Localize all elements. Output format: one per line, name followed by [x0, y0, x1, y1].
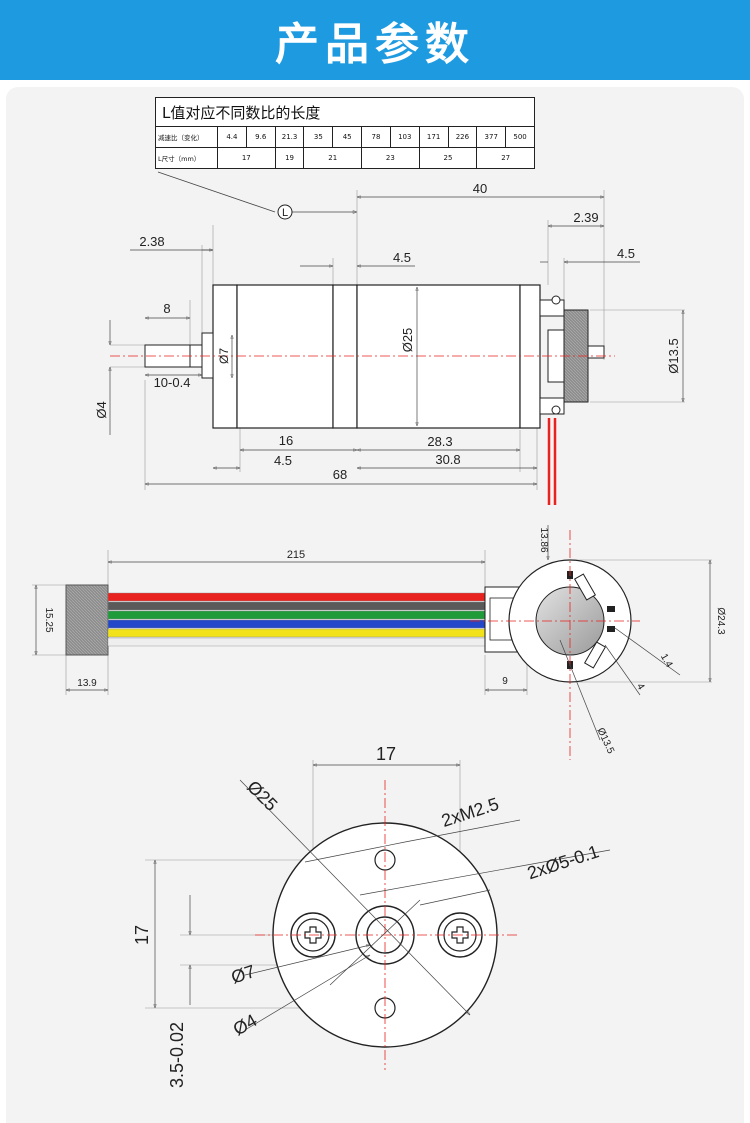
l-pointer-line: [157, 171, 276, 213]
l-marker-circle: [277, 204, 293, 220]
dim-4-5-right: 4.5: [617, 246, 635, 261]
dim-2-39: 2.39: [573, 210, 598, 225]
dim-phi4: Ø4: [94, 401, 109, 418]
dim-68: 68: [333, 467, 347, 482]
dim-phi7: Ø7: [217, 348, 231, 364]
dim-phi25-front: Ø25: [243, 777, 281, 815]
wire-4: [107, 628, 486, 638]
dim-phi4-front: Ø4: [230, 1010, 261, 1039]
dim-17-left: 17: [132, 925, 152, 945]
dim-9: 9: [502, 676, 508, 687]
wire-0: [107, 592, 486, 602]
length-cell: 23: [361, 147, 420, 169]
length-cell: 27: [476, 147, 535, 169]
ribbon-wires: [107, 592, 486, 647]
connector-housing: [65, 584, 109, 656]
dim-40: 40: [473, 181, 487, 196]
dim-15-25: 15.25: [43, 607, 54, 632]
gearbox-ring: [332, 284, 358, 429]
page-title: 产品参数: [275, 19, 475, 70]
l-marker-text: L: [282, 207, 288, 219]
dim-17-top: 17: [376, 744, 396, 764]
terminal-top: [539, 299, 565, 317]
dim-4-5-bottom: 4.5: [274, 453, 292, 468]
dim-2-38: 2.38: [139, 234, 164, 249]
length-cell: 21: [303, 147, 363, 169]
dim-8: 8: [163, 301, 170, 316]
dim-phi25: Ø25: [400, 328, 415, 353]
wire-2: [107, 610, 486, 620]
dim-13-86: 13.86: [538, 527, 549, 552]
output-boss: [201, 332, 214, 379]
motor-rear-cap: [519, 284, 541, 429]
wire-3: [107, 619, 486, 629]
dim-28-3: 28.3: [427, 434, 452, 449]
dim-phi24-3: Ø24.3: [715, 607, 726, 635]
rear-shaft: [587, 345, 605, 359]
dim-1-4: 1.4: [658, 652, 675, 670]
wire-1: [107, 601, 486, 611]
dim-3-5: 3.5-0.02: [167, 1022, 187, 1088]
dim-30-8: 30.8: [435, 452, 460, 467]
side-view: L: [94, 171, 685, 505]
motor-can: [356, 284, 521, 429]
length-label: L尺寸（mm）: [155, 147, 218, 169]
page-header: 产品参数: [0, 0, 750, 80]
dim-13-9: 13.9: [77, 678, 97, 689]
cable-view: 215 15.25 13.9 9 13.86 Ø24.3 1.4 4 Ø13.5: [32, 525, 726, 760]
dim-215: 215: [287, 549, 305, 561]
front-view: 17 Ø25 2xM2.5 2xØ5-0.1 17 Ø7 Ø4 3.5-0.02: [132, 744, 611, 1088]
gearbox-body: [236, 284, 334, 429]
dim-10-0-4: 10-0.4: [154, 375, 191, 390]
dim-phi13-5: Ø13.5: [666, 338, 681, 373]
dim-4-encoder: 4: [634, 682, 647, 693]
dim-phi13-5-encoder: Ø13.5: [595, 726, 617, 756]
dim-4-5-top: 4.5: [393, 250, 411, 265]
dim-2xphi5: 2xØ5-0.1: [525, 841, 602, 883]
wire-5: [107, 637, 486, 647]
dim-16: 16: [279, 433, 293, 448]
